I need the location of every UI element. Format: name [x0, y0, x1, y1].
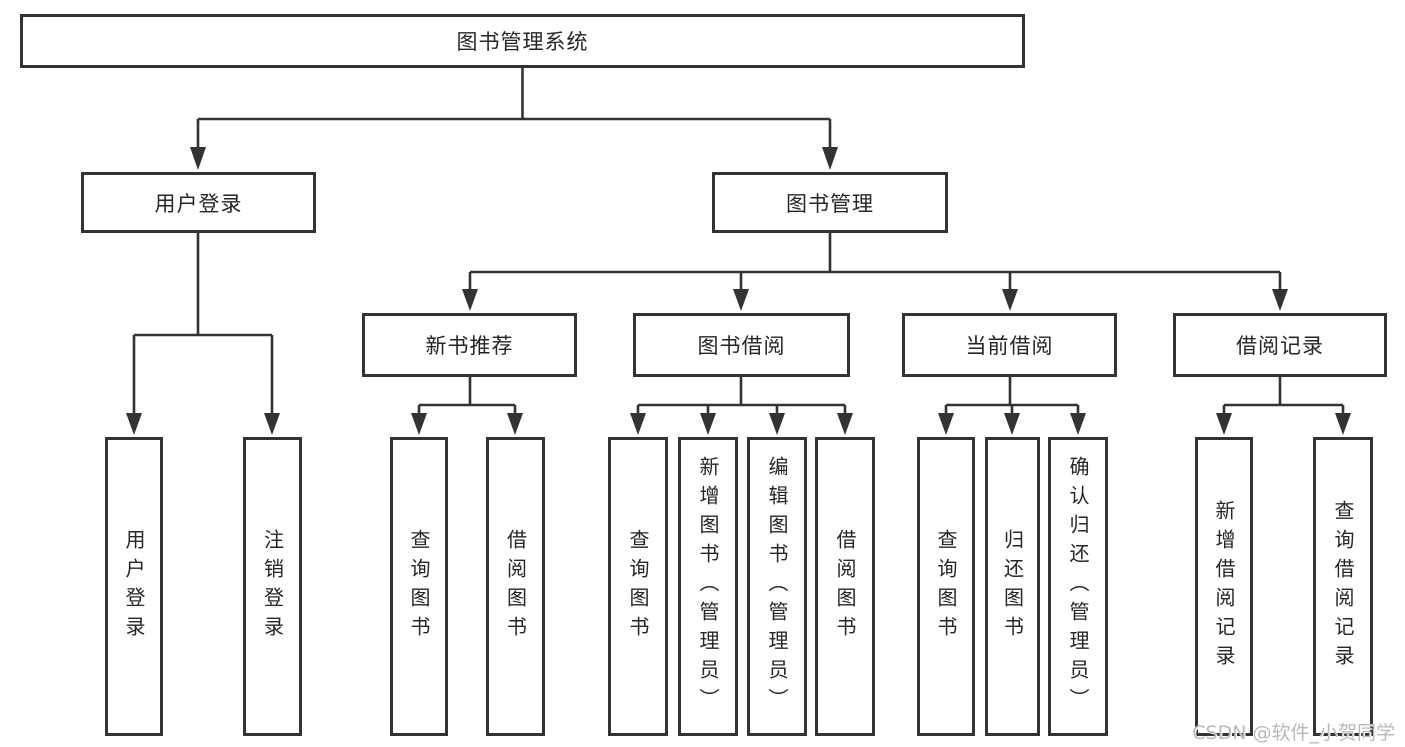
- leaf-borrow-books: 借阅图书: [815, 437, 875, 736]
- node-new-book-recommendation: 新书推荐: [362, 313, 577, 377]
- node-book-management-label: 图书管理: [786, 191, 874, 216]
- leaf-add-borrow-record: 新增借阅记录: [1195, 437, 1253, 736]
- node-borrowing-records: 借阅记录: [1173, 313, 1387, 377]
- node-book-borrowing: 图书借阅: [633, 313, 850, 377]
- node-current-borrowing: 当前借阅: [902, 313, 1117, 377]
- leaf-user-login-label: 用户登录: [122, 528, 146, 645]
- leaf-edit-books-admin-label: 编辑图书（管理员）: [765, 456, 789, 717]
- leaf-query-books-borrow-label: 查询图书: [626, 528, 650, 645]
- watermark-text: CSDN @软件_小贺同学: [1192, 722, 1395, 744]
- leaf-borrow-books-recommend-label: 借阅图书: [503, 528, 528, 645]
- leaf-query-borrow-record: 查询借阅记录: [1313, 437, 1373, 736]
- leaf-return-books: 归还图书: [985, 437, 1040, 736]
- leaf-query-books-current-label: 查询图书: [934, 528, 958, 645]
- node-library-management-system: 图书管理系统: [20, 14, 1025, 68]
- leaf-borrow-books-recommend: 借阅图书: [486, 437, 545, 736]
- node-user-login: 用户登录: [81, 172, 316, 233]
- node-user-login-label: 用户登录: [154, 191, 243, 216]
- node-book-borrowing-label: 图书借阅: [697, 334, 786, 358]
- leaf-query-borrow-record-label: 查询借阅记录: [1331, 499, 1355, 674]
- leaf-query-books-borrow: 查询图书: [608, 437, 668, 736]
- node-library-management-system-label: 图书管理系统: [456, 30, 589, 54]
- node-new-book-recommendation-label: 新书推荐: [425, 334, 514, 358]
- leaf-user-login: 用户登录: [105, 437, 163, 736]
- leaf-add-books-admin-label: 新增图书（管理员）: [696, 456, 720, 717]
- leaf-confirm-return-admin-label: 确认归还（管理员）: [1066, 456, 1090, 717]
- leaf-add-borrow-record-label: 新增借阅记录: [1212, 499, 1236, 674]
- leaf-logout: 注销登录: [243, 437, 302, 736]
- node-book-management: 图书管理: [712, 172, 948, 233]
- leaf-return-books-label: 归还图书: [1000, 528, 1025, 645]
- leaf-query-books-current: 查询图书: [917, 437, 975, 736]
- node-current-borrowing-label: 当前借阅: [965, 334, 1054, 358]
- leaf-edit-books-admin: 编辑图书（管理员）: [747, 437, 807, 736]
- leaf-borrow-books-label: 借阅图书: [833, 528, 857, 645]
- leaf-logout-label: 注销登录: [260, 528, 285, 645]
- leaf-query-books-recommend: 查询图书: [390, 437, 448, 736]
- node-borrowing-records-label: 借阅记录: [1236, 334, 1324, 358]
- leaf-add-books-admin: 新增图书（管理员）: [678, 437, 738, 736]
- leaf-confirm-return-admin: 确认归还（管理员）: [1048, 437, 1108, 736]
- leaf-query-books-recommend-label: 查询图书: [407, 528, 431, 645]
